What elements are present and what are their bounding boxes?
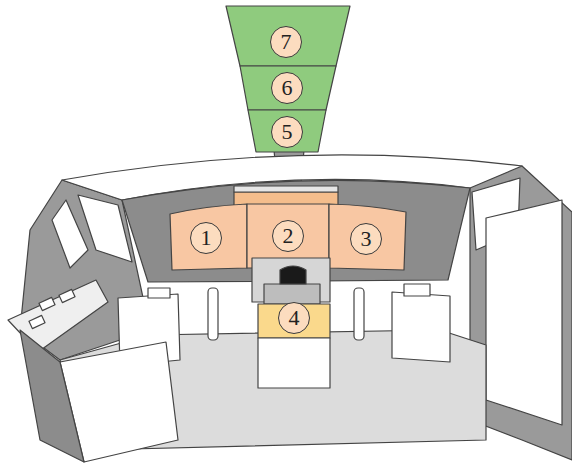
console-screen	[148, 288, 170, 298]
console-key	[29, 315, 45, 328]
overhead-strip-top	[234, 186, 338, 192]
callout-number: 6	[282, 77, 293, 99]
callout-number: 3	[361, 228, 372, 250]
callout-circle: 3	[350, 223, 382, 255]
cockpit-shell	[8, 6, 572, 462]
console-key	[59, 289, 75, 302]
callout-number: 5	[282, 121, 293, 143]
console-key	[39, 297, 55, 310]
callout-number: 2	[283, 225, 294, 247]
pillar	[354, 288, 364, 340]
pedestal-body	[258, 338, 330, 388]
callout-circle: 2	[272, 220, 304, 252]
front-block-side	[20, 330, 84, 462]
callout-number: 4	[289, 307, 300, 329]
callout-circle: 7	[270, 26, 302, 58]
projection-band	[226, 6, 350, 66]
callout-circle: 5	[271, 116, 303, 148]
windshield-panel	[170, 204, 247, 270]
callout-number: 1	[201, 227, 212, 249]
seat-base	[264, 284, 320, 304]
headset	[280, 266, 306, 284]
pilot-console	[392, 292, 450, 362]
pillar	[208, 288, 218, 340]
projection-band	[248, 110, 326, 152]
callout-circle: 4	[278, 302, 310, 334]
windshield-panel	[329, 204, 406, 270]
callout-circle: 1	[190, 222, 222, 254]
side-window	[52, 200, 88, 268]
callout-number: 7	[281, 31, 292, 53]
projection-band	[240, 66, 336, 110]
console-screen	[404, 284, 430, 296]
callout-circle: 6	[271, 72, 303, 104]
side-panel	[486, 200, 562, 425]
